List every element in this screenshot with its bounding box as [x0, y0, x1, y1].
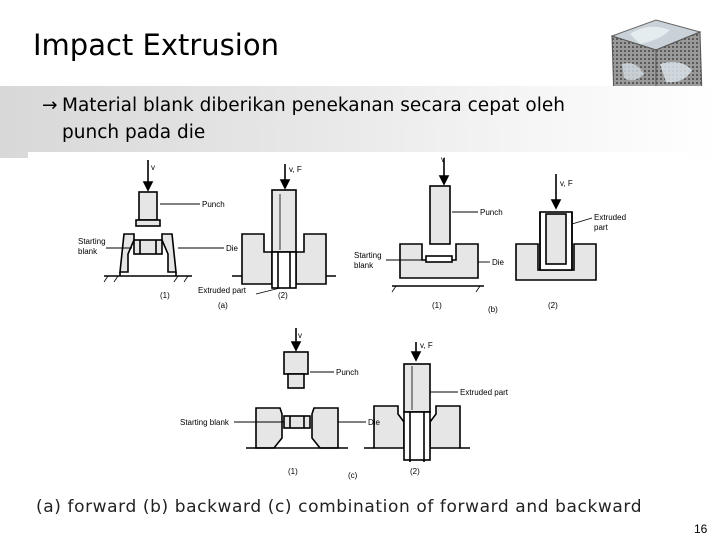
label-b-step1: (1) — [432, 301, 442, 310]
label-a-v2: v, F — [289, 165, 302, 174]
label-b-tag: (b) — [488, 305, 498, 314]
label-a-die: Die — [226, 244, 239, 253]
label-c-v1: v — [298, 331, 302, 340]
label-b-step2: (2) — [548, 301, 558, 310]
label-a-tag: (a) — [218, 301, 228, 310]
label-c-starting: Starting blank — [180, 418, 230, 427]
label-a-blank: blank — [78, 247, 98, 256]
diagram-a-step1 — [103, 160, 224, 283]
page-number: 16 — [694, 522, 708, 536]
label-b-v2: v, F — [560, 179, 573, 188]
diagram-b-step1 — [386, 158, 490, 293]
figure-caption: (a) forward (b) backward (c) combination… — [36, 497, 643, 517]
label-c-tag: (c) — [348, 471, 358, 480]
label-b-punch: Punch — [480, 208, 503, 217]
bullet-band — [0, 86, 720, 158]
label-c-v2: v, F — [420, 341, 433, 350]
diagram-b-step2 — [515, 174, 597, 281]
label-a-step1: (1) — [160, 291, 170, 300]
impact-extrusion-diagram: v v, F Punch Starting blank Die Extruded… — [28, 152, 688, 494]
arrow-icon: → — [42, 95, 58, 116]
bullet-line-1: Material blank diberikan penekanan secar… — [62, 95, 565, 116]
label-a-v1: v — [151, 163, 155, 172]
label-b-v1: v — [441, 155, 445, 164]
label-b-extruded: Extruded — [594, 213, 626, 222]
label-a-punch: Punch — [202, 200, 225, 209]
label-c-step2: (2) — [410, 467, 420, 476]
bullet-line-2: punch pada die — [62, 122, 206, 143]
label-b-part: part — [594, 223, 609, 232]
label-a-starting: Starting — [78, 237, 106, 246]
label-b-starting: Starting — [354, 251, 382, 260]
label-c-punch: Punch — [336, 368, 359, 377]
label-b-blank: blank — [354, 261, 374, 270]
diagram-c-step2 — [364, 342, 470, 462]
label-c-die: Die — [368, 418, 381, 427]
label-a-extruded: Extruded part — [198, 286, 247, 295]
label-c-step1: (1) — [288, 467, 298, 476]
label-b-die: Die — [492, 258, 505, 267]
label-a-step2: (2) — [278, 291, 288, 300]
label-c-extruded: Extruded part — [460, 388, 509, 397]
slide-title: Impact Extrusion — [33, 28, 279, 62]
bullet-text: →Material blank diberikan penekanan seca… — [42, 92, 642, 146]
diagram-a-step2 — [232, 164, 336, 295]
diagram-c-step1 — [234, 328, 366, 449]
